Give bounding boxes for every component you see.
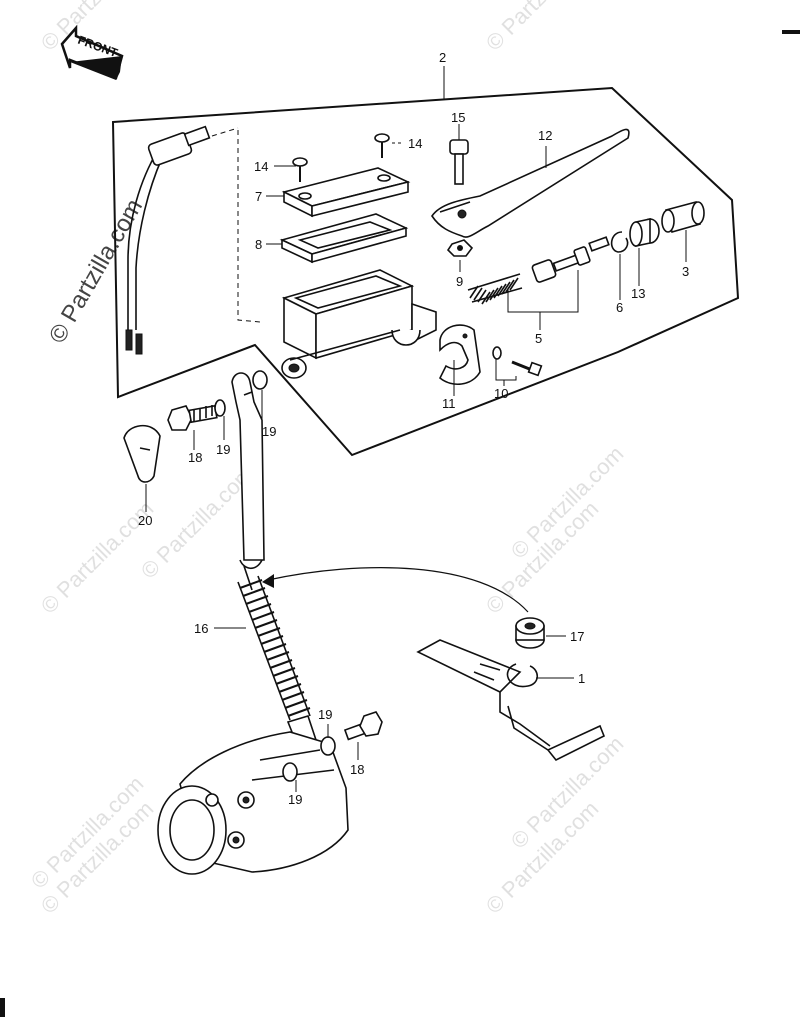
circlip-6 [610, 231, 629, 253]
leader-lines [145, 124, 687, 792]
callout-10: 10 [494, 386, 508, 401]
hose-bracket-1 [416, 639, 606, 762]
callout-20: 20 [138, 513, 152, 528]
assembly-outline [111, 86, 740, 457]
arrow-head [262, 574, 274, 588]
callout-9: 9 [456, 274, 463, 289]
clamp-bracket [439, 324, 481, 385]
callout-labels: 2 15 14 14 12 7 8 3 9 13 6 5 11 10 18 19… [138, 50, 689, 807]
callout-6: 6 [616, 300, 623, 315]
screw-14 [292, 133, 390, 182]
callout-1: 1 [578, 671, 585, 686]
washer-19 [214, 399, 226, 417]
callout-11: 11 [442, 396, 456, 411]
banjo-bolt-18-upper [167, 404, 218, 431]
callout-19: 19 [288, 792, 302, 807]
callout-15: 15 [451, 110, 465, 125]
reservoir-cap [281, 167, 411, 218]
corner-mark [782, 30, 800, 34]
hose-link-arrow [267, 567, 529, 613]
nut-9 [446, 239, 474, 257]
washer-19 [282, 762, 298, 782]
boot-13 [629, 218, 660, 247]
callout-18: 18 [350, 762, 364, 777]
pivot-bolt-15 [449, 139, 469, 185]
dust-cap-3 [661, 201, 705, 233]
callout-19: 19 [318, 707, 332, 722]
callout-7: 7 [255, 189, 262, 204]
callout-3: 3 [682, 264, 689, 279]
watermark: © Partzilla.com [136, 461, 259, 584]
callout-5: 5 [535, 331, 542, 346]
brake-lever [431, 128, 630, 238]
grommet-17 [515, 617, 545, 649]
callout-12: 12 [538, 128, 552, 143]
diaphragm [279, 213, 409, 264]
master-cylinder-body [281, 269, 437, 379]
callout-8: 8 [255, 237, 262, 252]
callout-14: 14 [254, 159, 268, 174]
brake-caliper [157, 731, 349, 875]
bleeder-cap-20 [123, 424, 161, 483]
piston-assembly [467, 236, 610, 305]
corner-mark [0, 998, 5, 1017]
front-arrow: FRONT [60, 24, 124, 80]
bolt-10 [492, 346, 543, 377]
callout-18: 18 [188, 450, 202, 465]
banjo-bolt-18-lower [343, 711, 383, 741]
callout-17: 17 [570, 629, 584, 644]
brake-switch [125, 125, 261, 355]
washer-19 [320, 736, 336, 756]
callout-19: 19 [262, 424, 276, 439]
callout-14: 14 [408, 136, 422, 151]
callout-13: 13 [631, 286, 645, 301]
watermark: © Partzilla.com [481, 0, 604, 56]
callout-2: 2 [439, 50, 446, 65]
callout-16: 16 [194, 621, 208, 636]
callout-19: 19 [216, 442, 230, 457]
washer-19 [252, 370, 268, 390]
